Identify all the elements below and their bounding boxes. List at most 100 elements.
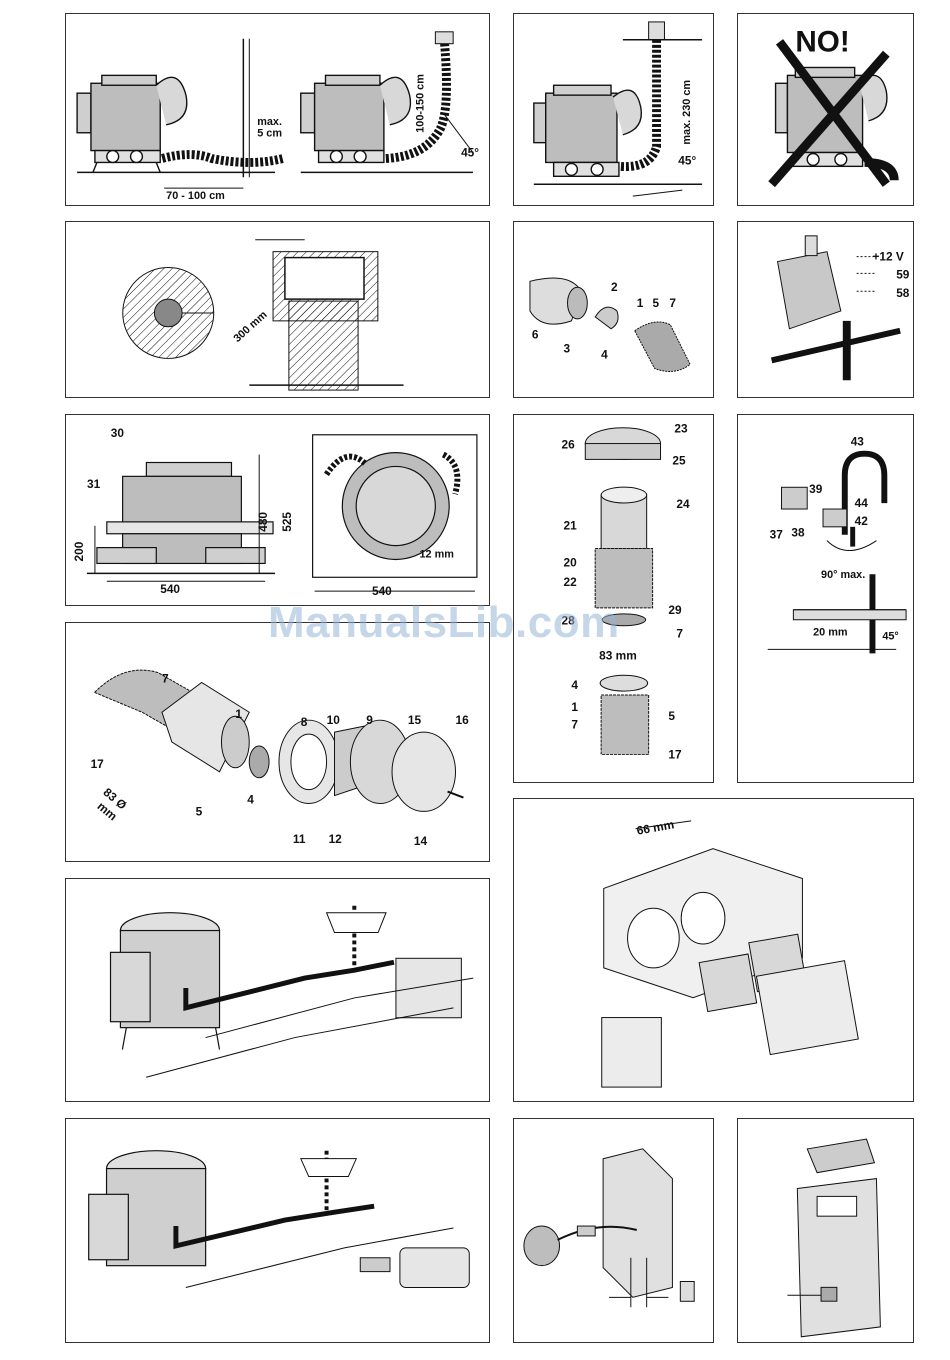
callout-39: 39 bbox=[809, 482, 823, 496]
dim-525: 525 bbox=[280, 512, 294, 532]
pump bbox=[360, 1258, 390, 1272]
panel-exhaust-clearance: 70 - 100 cm max. 5 cm 100-150 cm 45° bbox=[65, 13, 490, 206]
callout-2: 2 bbox=[611, 280, 618, 294]
cover bbox=[392, 732, 455, 811]
callout-10: 10 bbox=[327, 713, 341, 727]
callout-17: 17 bbox=[668, 747, 682, 761]
electrical-diagram: +12 V 59 58 bbox=[738, 222, 913, 397]
cover-frame bbox=[756, 961, 858, 1055]
water-tank bbox=[400, 1248, 469, 1288]
callout-5: 5 bbox=[653, 296, 660, 310]
heater-unit-right bbox=[301, 75, 411, 162]
dim-20mm: 20 mm bbox=[813, 627, 847, 639]
panel-dimensions: 30 31 200 480 525 540 540 12 mm bbox=[65, 414, 490, 606]
spacer-frame bbox=[602, 1018, 662, 1088]
callout-3: 3 bbox=[564, 342, 571, 356]
dim-540-right: 540 bbox=[372, 584, 392, 598]
callout-42: 42 bbox=[855, 514, 869, 528]
dim-max-value: 5 cm bbox=[257, 128, 282, 140]
sink bbox=[327, 913, 386, 933]
panel-wall-clearance: 300 mm bbox=[65, 221, 490, 398]
warning-text: NO! bbox=[795, 26, 849, 59]
callout-16: 16 bbox=[456, 713, 470, 727]
callout-21: 21 bbox=[564, 519, 578, 533]
drain-diagram: 43 39 44 42 37 38 90° max. 20 mm 45° bbox=[738, 415, 913, 782]
callout-31: 31 bbox=[87, 477, 101, 491]
pipe bbox=[772, 331, 901, 361]
plumbing-diagram-a bbox=[66, 879, 489, 1101]
sink bbox=[301, 1159, 357, 1177]
wall-mount-diagram: 7 1 8 10 9 15 16 17 4 5 11 12 14 83 Ø mm bbox=[66, 623, 489, 861]
wall-clearance-diagram: 300 mm bbox=[66, 222, 489, 397]
callout-14: 14 bbox=[414, 834, 428, 848]
callout-24: 24 bbox=[676, 497, 690, 511]
control-box-diagram bbox=[738, 1119, 913, 1342]
dimensions-diagram: 30 31 200 480 525 540 540 12 mm bbox=[66, 415, 489, 605]
callout-7: 7 bbox=[669, 296, 676, 310]
callout-9: 9 bbox=[366, 713, 373, 727]
callout-4: 4 bbox=[571, 678, 578, 692]
callout-4: 4 bbox=[601, 347, 608, 361]
incorrect-routing-diagram: NO! bbox=[738, 14, 913, 205]
water-tank bbox=[396, 958, 461, 1017]
callout-38: 38 bbox=[791, 526, 805, 540]
dim-540-left: 540 bbox=[160, 582, 180, 596]
terminal-59: 59 bbox=[896, 267, 910, 281]
panel-plumbing-a bbox=[65, 878, 490, 1102]
panel-electrical: +12 V 59 58 bbox=[737, 221, 914, 398]
dim-max-label: max. bbox=[257, 116, 282, 128]
callout-11: 11 bbox=[293, 832, 306, 846]
flex-hose bbox=[635, 322, 690, 372]
callout-1: 1 bbox=[235, 707, 242, 721]
sensor-knob bbox=[524, 1226, 560, 1266]
panel-wall-mount: 7 1 8 10 9 15 16 17 4 5 11 12 14 83 Ø mm bbox=[65, 622, 490, 862]
callout-43: 43 bbox=[851, 435, 865, 449]
callout-6: 6 bbox=[532, 328, 539, 342]
outlet-unit-a bbox=[699, 954, 757, 1012]
panel-frame-install: 66 mm bbox=[513, 798, 914, 1102]
callout-7-bottom: 7 bbox=[571, 718, 578, 732]
wall-cutaway bbox=[603, 1149, 672, 1298]
exhaust-clearance-diagram: 70 - 100 cm max. 5 cm 100-150 cm 45° bbox=[66, 14, 489, 205]
callout-25: 25 bbox=[672, 453, 686, 467]
sensor-diagram bbox=[514, 1119, 713, 1342]
dim-width-label: 70 - 100 cm bbox=[166, 190, 225, 202]
panel-hose-connection: 2 6 3 4 1 5 7 bbox=[513, 221, 714, 398]
callout-4: 4 bbox=[247, 792, 254, 806]
dim-83mm: 83 mm bbox=[599, 648, 637, 662]
dim-66mm: 66 mm bbox=[636, 817, 676, 837]
dim-height-label: 100-150 cm bbox=[414, 74, 426, 133]
exhaust-hose-left bbox=[162, 155, 283, 163]
angle-label: 45° bbox=[678, 153, 696, 167]
callout-20: 20 bbox=[564, 555, 578, 569]
angle-90-label: 90° max. bbox=[821, 569, 865, 581]
voltage-label: +12 V bbox=[872, 250, 903, 264]
callout-22: 22 bbox=[564, 575, 578, 589]
boiler-unit bbox=[111, 913, 220, 1050]
clamp bbox=[249, 746, 269, 778]
clamp-part bbox=[600, 675, 648, 691]
callout-23: 23 bbox=[674, 422, 688, 436]
panel-sensor bbox=[513, 1118, 714, 1343]
box-lid bbox=[807, 1139, 874, 1173]
exhaust-outlet bbox=[154, 299, 182, 327]
callout-7: 7 bbox=[162, 672, 169, 686]
clamp bbox=[595, 307, 618, 329]
panel-incorrect-routing: NO! bbox=[737, 13, 914, 206]
callout-30: 30 bbox=[111, 426, 125, 440]
callout-7-top: 7 bbox=[676, 627, 683, 641]
boiler-unit bbox=[89, 1151, 206, 1266]
callout-8: 8 bbox=[301, 715, 308, 729]
heater-front-view bbox=[97, 463, 273, 564]
dim-label: 300 mm bbox=[231, 309, 269, 345]
hose-part bbox=[601, 695, 649, 754]
window bbox=[285, 258, 364, 300]
callout-5: 5 bbox=[196, 804, 203, 818]
panel-drain: 43 39 44 42 37 38 90° max. 20 mm 45° bbox=[737, 414, 914, 783]
hose-connection-diagram: 2 6 3 4 1 5 7 bbox=[514, 222, 713, 397]
callout-15: 15 bbox=[408, 713, 422, 727]
callout-37: 37 bbox=[770, 528, 784, 542]
angle-45-label: 45° bbox=[882, 631, 898, 643]
callout-29: 29 bbox=[668, 603, 682, 617]
dim-height-label: max. 230 cm bbox=[681, 80, 693, 145]
